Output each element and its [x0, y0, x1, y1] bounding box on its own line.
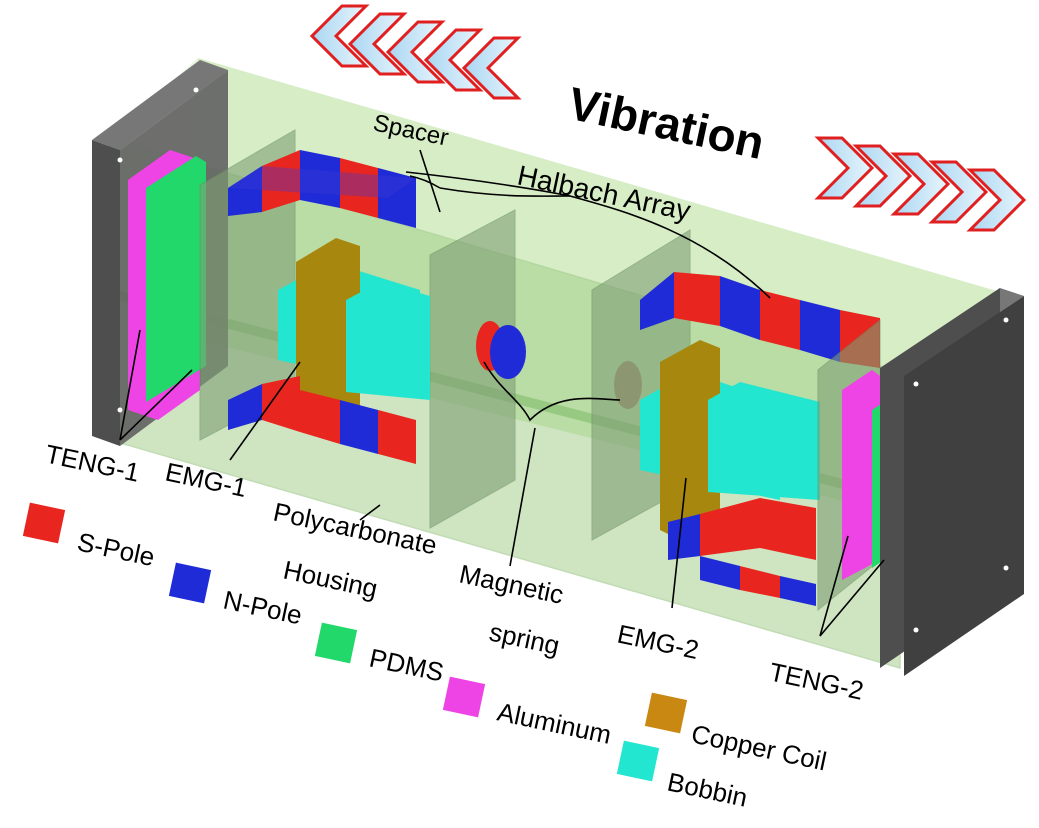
vibration-left-arrows [309, 4, 522, 100]
spacer-left-b [429, 209, 516, 529]
label-spring-line2: spring [487, 617, 563, 661]
chevron-right-icon [966, 168, 1027, 232]
left-end-plate-face [92, 140, 120, 446]
legend-label: PDMS [367, 643, 447, 688]
chevron-left-icon [309, 4, 370, 68]
legend-label: Copper Coil [689, 719, 830, 777]
chevron-right-icon [852, 144, 913, 208]
halbach-left-bottom [228, 376, 416, 464]
teng2-aluminum [842, 370, 880, 580]
emg2-copper-coil [660, 340, 720, 540]
legend-label: Aluminum [495, 697, 614, 750]
right-end-plate-front [904, 296, 1024, 676]
legend-item-copper-coil: Copper Coil [644, 692, 830, 777]
legend-label: N-Pole [221, 585, 305, 631]
legend-item-pdms: PDMS [314, 622, 447, 688]
label-housing-line2: Housing [281, 555, 381, 604]
legend-item-s-pole: S-Pole [22, 502, 158, 573]
chevron-right-icon [928, 160, 989, 224]
chevron-left-icon [461, 36, 522, 100]
chevron-right-icon [890, 152, 951, 216]
emg2-bobbin-front [708, 382, 820, 500]
chevron-left-icon [385, 20, 446, 84]
chevron-left-icon [423, 28, 484, 92]
label-teng2: TENG-2 [767, 657, 866, 706]
chevron-left-icon [347, 12, 408, 76]
legend-label: S-Pole [75, 527, 158, 573]
halbach-left-top [228, 150, 416, 228]
label-teng1: TENG-1 [43, 439, 142, 488]
legend-item-aluminum: Aluminum [442, 676, 614, 750]
vibration-title: Vibration [564, 77, 769, 169]
halbach-right-bottom [668, 498, 816, 606]
emg1-bobbin-front [346, 282, 430, 400]
legend-label: Bobbin [665, 767, 750, 813]
vibration-right-arrows [814, 136, 1027, 232]
housing-top [110, 58, 1000, 372]
chevron-right-icon [814, 136, 875, 200]
left-end-plate [92, 60, 228, 150]
annotation-lines [119, 149, 885, 637]
emg1-copper-coil [296, 238, 360, 430]
teng1-pdms [146, 156, 206, 402]
label-emg2: EMG-2 [615, 619, 702, 665]
